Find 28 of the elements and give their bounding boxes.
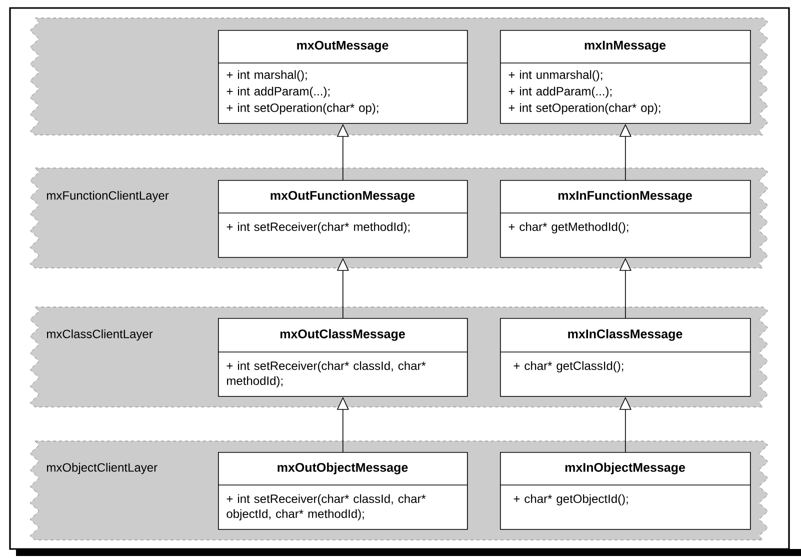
class-box	[500, 180, 751, 258]
method-text: + int setReceiver(char* classId, char* methodId);	[226, 361, 426, 388]
class-name: mxOutFunctionMessage	[270, 190, 415, 202]
method-text: + int setReceiver(char* classId, char* objectId, char* methodId);	[226, 494, 426, 520]
method-text: + int setOperation(char* op);	[508, 103, 660, 114]
class-name: mxOutObjectMessage	[278, 462, 408, 474]
class-box	[218, 30, 468, 124]
method-text: + char* getObjectId();	[514, 494, 628, 506]
method-text: + char* getMethodId();	[508, 222, 628, 234]
class-name: mxInObjectMessage	[565, 462, 686, 474]
class-name: mxInMessage	[584, 40, 666, 52]
method-text: + char* getClassId();	[514, 361, 624, 372]
class-box	[218, 180, 468, 258]
method-text: + int setReceiver(char* methodId);	[226, 222, 410, 234]
class-box	[500, 30, 751, 124]
class-box	[218, 452, 468, 530]
method-text: + int addParam(...);	[226, 86, 330, 98]
class-box	[500, 318, 751, 397]
class-name: mxOutClassMessage	[280, 329, 405, 341]
method-text: + int marshal();	[226, 70, 307, 82]
class-name: mxInFunctionMessage	[558, 190, 692, 202]
method-text: + int addParam(...);	[508, 86, 612, 98]
method-text: + int unmarshal();	[508, 70, 602, 82]
method-text: + int setOperation(char* op);	[226, 103, 378, 114]
class-box	[500, 452, 751, 530]
class-box	[218, 318, 468, 397]
class-name: mxOutMessage	[297, 40, 388, 52]
class-name: mxInClassMessage	[568, 329, 682, 341]
